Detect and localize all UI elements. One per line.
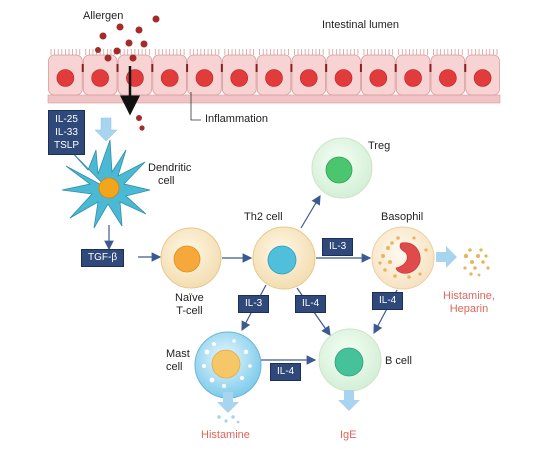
cytokine-il25: IL-25 [55, 114, 78, 125]
dendritic-cell [61, 139, 151, 229]
intestinal-lumen-label: Intestinal lumen [322, 19, 400, 31]
basophil-cell [371, 226, 435, 290]
cytokine-il4-mast: IL-4 [270, 363, 302, 381]
naive-t-cell [160, 227, 222, 289]
allergen-label: Allergen [83, 10, 124, 22]
histamine-heparin-granules [463, 248, 490, 277]
cytokine-il4-basophil: IL-4 [372, 292, 404, 310]
cytokine-il33: IL-33 [55, 127, 78, 138]
ige-label: IgE [340, 429, 357, 441]
allergen-particles [95, 15, 160, 131]
alarmin-release-arrow [94, 117, 118, 142]
th2-cell-label: Th2 cell [244, 211, 283, 223]
th2-cell [252, 226, 316, 290]
cytokine-tgf-beta: TGF-β [81, 249, 125, 267]
histamine-granules [217, 415, 240, 424]
intestinal-epithelium [47, 49, 501, 104]
epithelial-cell [187, 49, 222, 96]
epithelial-cell [326, 49, 361, 96]
histamine-label: Histamine [201, 429, 250, 441]
dendritic-cell-label: Dendritic cell [148, 162, 192, 187]
mast-cell [194, 331, 262, 399]
naive-t-cell-label: Naïve T-cell [175, 292, 204, 317]
b-cell-label: B cell [385, 355, 412, 367]
cytokine-tslp: TSLP [54, 140, 80, 151]
epithelial-cell [221, 49, 257, 96]
epithelial-cell [465, 49, 500, 96]
alarmin-cytokines-box: IL-25 IL-33 TSLP [48, 110, 86, 155]
inflammation-label: Inflammation [205, 113, 268, 125]
epithelial-cell [430, 49, 466, 96]
cytokine-il3-basophil: IL-3 [322, 238, 354, 256]
treg-cell [311, 137, 373, 199]
epithelial-cell [361, 49, 396, 96]
mast-cell-label: Mast cell [166, 348, 190, 373]
b-cell [318, 328, 382, 392]
epithelial-cell [152, 49, 187, 96]
treg-label: Treg [368, 140, 391, 152]
epithelial-cell [256, 49, 292, 96]
bcell-release-arrow [338, 390, 360, 411]
mast-release-arrow [217, 392, 239, 413]
epithelial-cell [291, 49, 327, 96]
epithelial-cell [48, 49, 83, 96]
histamine-heparin-label: Histamine, Heparin [443, 290, 495, 315]
epithelial-cell [395, 49, 431, 96]
epithelial-cell [82, 49, 118, 96]
th2-to-treg-arrow [300, 194, 321, 229]
inflammation-leader [190, 92, 201, 121]
cytokine-il4-th2: IL-4 [295, 295, 327, 313]
cytokine-il3-mast: IL-3 [238, 295, 270, 313]
basophil-release-arrow [436, 246, 457, 268]
basophil-label: Basophil [381, 211, 424, 223]
